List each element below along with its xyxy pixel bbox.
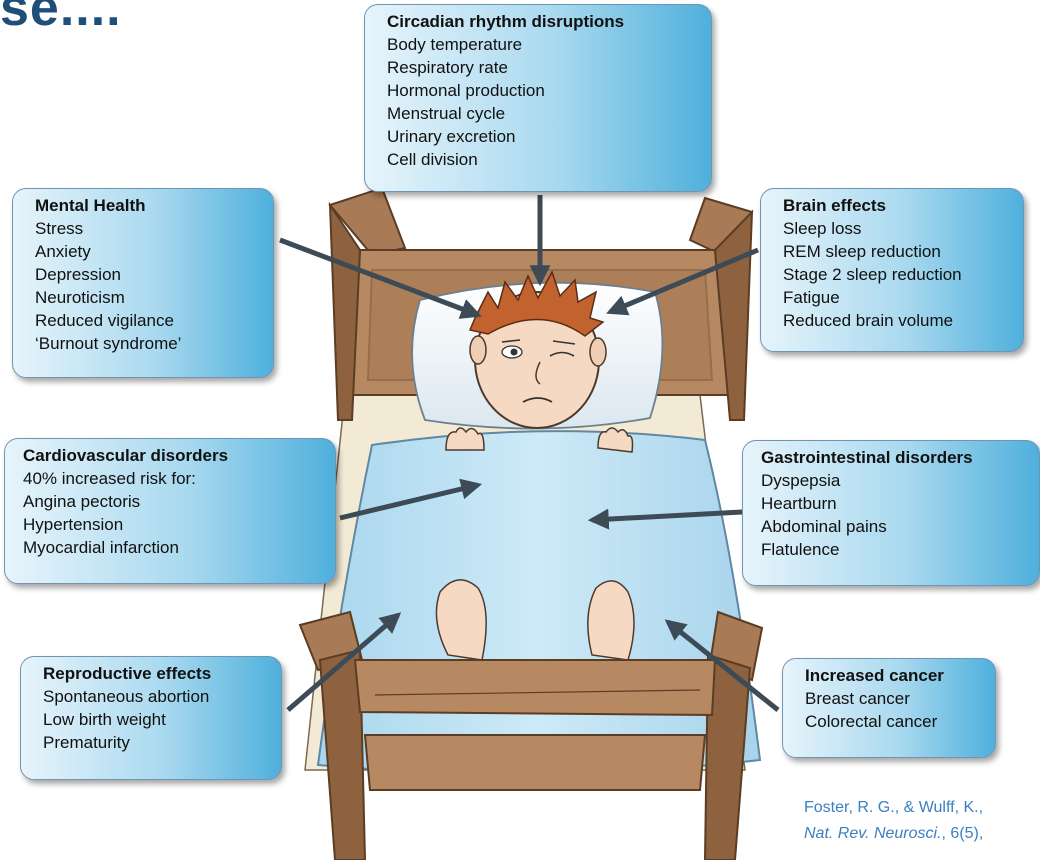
cardiovascular-heading: Cardiovascular disorders xyxy=(23,445,325,467)
cardiovascular-item: 40% increased risk for: xyxy=(23,467,325,490)
gastrointestinal-item: Dyspepsia xyxy=(761,469,1039,492)
circadian-heading: Circadian rhythm disruptions xyxy=(387,11,701,33)
gastrointestinal-box: Gastrointestinal disorders Dyspepsia Hea… xyxy=(742,440,1040,586)
citation-authors: Foster, R. G., & Wulff, K., xyxy=(804,795,983,821)
circadian-item: Cell division xyxy=(387,148,701,171)
gastrointestinal-item: Heartburn xyxy=(761,492,1039,515)
brain-effects-item: REM sleep reduction xyxy=(783,240,1013,263)
mental-health-item: Reduced vigilance xyxy=(35,309,263,332)
citation-journal-line: Nat. Rev. Neurosci., 6(5), xyxy=(804,821,983,847)
brain-effects-heading: Brain effects xyxy=(783,195,1013,217)
reproductive-heading: Reproductive effects xyxy=(43,663,271,685)
cancer-box: Increased cancer Breast cancer Colorecta… xyxy=(782,658,996,758)
cardiovascular-item: Hypertension xyxy=(23,513,325,536)
cardiovascular-item: Myocardial infarction xyxy=(23,536,325,559)
gastrointestinal-item: Flatulence xyxy=(761,538,1039,561)
mental-health-item: ‘Burnout syndrome’ xyxy=(35,332,263,355)
cancer-heading: Increased cancer xyxy=(805,665,985,687)
brain-effects-item: Reduced brain volume xyxy=(783,309,1013,332)
citation-volume: , 6(5), xyxy=(942,825,984,842)
circadian-item: Body temperature xyxy=(387,33,701,56)
brain-effects-item: Stage 2 sleep reduction xyxy=(783,263,1013,286)
mental-health-item: Anxiety xyxy=(35,240,263,263)
mental-health-item: Stress xyxy=(35,217,263,240)
cancer-item: Breast cancer xyxy=(805,687,985,710)
circadian-item: Menstrual cycle xyxy=(387,102,701,125)
brain-effects-box: Brain effects Sleep loss REM sleep reduc… xyxy=(760,188,1024,352)
reproductive-box: Reproductive effects Spontaneous abortio… xyxy=(20,656,282,780)
reproductive-item: Spontaneous abortion xyxy=(43,685,271,708)
brain-effects-item: Fatigue xyxy=(783,286,1013,309)
brain-effects-item: Sleep loss xyxy=(783,217,1013,240)
circadian-item: Hormonal production xyxy=(387,79,701,102)
reproductive-item: Prematurity xyxy=(43,731,271,754)
reproductive-item: Low birth weight xyxy=(43,708,271,731)
cardiovascular-box: Cardiovascular disorders 40% increased r… xyxy=(4,438,336,584)
cardiovascular-item: Angina pectoris xyxy=(23,490,325,513)
gastrointestinal-item: Abdominal pains xyxy=(761,515,1039,538)
citation: Foster, R. G., & Wulff, K., Nat. Rev. Ne… xyxy=(804,795,983,847)
citation-journal: Nat. Rev. Neurosci. xyxy=(804,825,942,842)
circadian-item: Respiratory rate xyxy=(387,56,701,79)
mental-health-item: Depression xyxy=(35,263,263,286)
gastrointestinal-heading: Gastrointestinal disorders xyxy=(761,447,1039,469)
mental-health-item: Neuroticism xyxy=(35,286,263,309)
cancer-item: Colorectal cancer xyxy=(805,710,985,733)
circadian-item: Urinary excretion xyxy=(387,125,701,148)
blanket xyxy=(318,431,760,774)
mental-health-box: Mental Health Stress Anxiety Depression … xyxy=(12,188,274,378)
mental-health-heading: Mental Health xyxy=(35,195,263,217)
circadian-box: Circadian rhythm disruptions Body temper… xyxy=(364,4,712,192)
